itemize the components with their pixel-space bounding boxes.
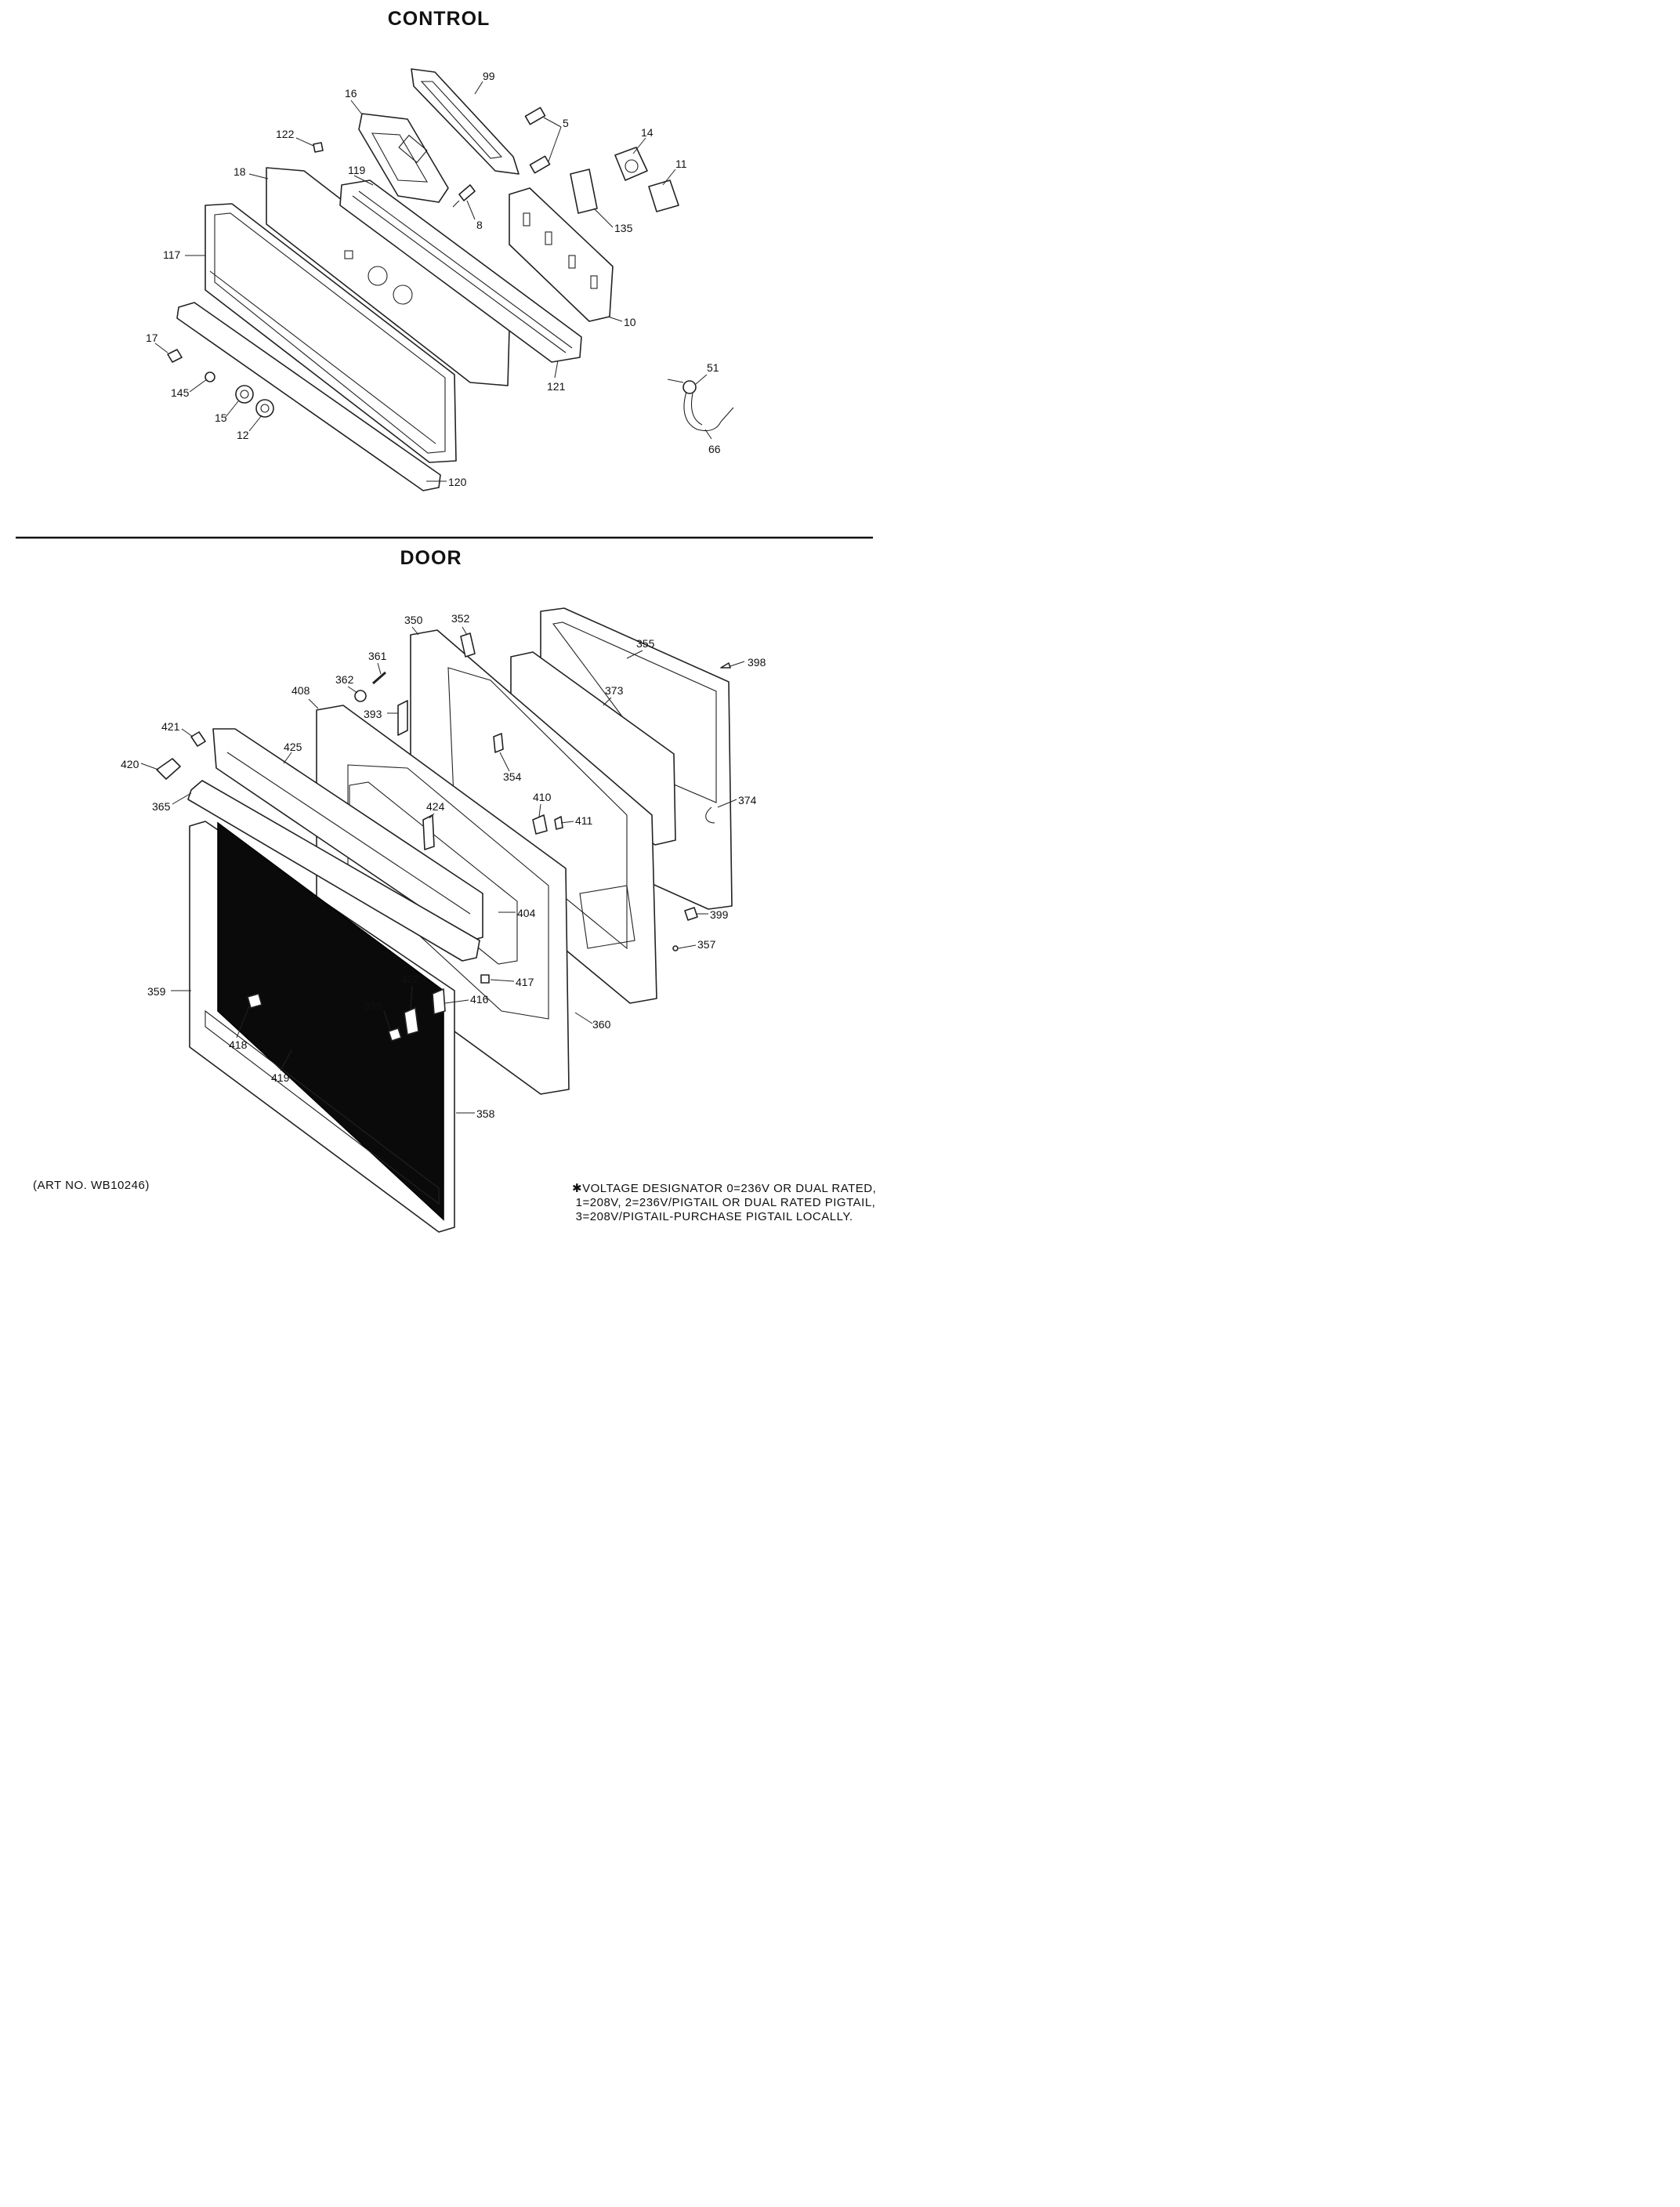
part-120-trim: [176, 302, 441, 491]
callout-374: 374: [738, 794, 757, 806]
callout-350: 350: [404, 614, 423, 626]
part-354-clip: [493, 733, 504, 753]
part-417-block: [480, 974, 490, 984]
part-422-bracket: [404, 1007, 419, 1035]
callout-399: 399: [710, 908, 729, 921]
part-416-bracket: [432, 988, 446, 1015]
callout-117: 117: [163, 248, 181, 261]
part-18-faceplate: [266, 167, 510, 386]
callout-424: 424: [426, 800, 445, 813]
callout-16: 16: [345, 87, 357, 100]
callout-18: 18: [234, 165, 246, 178]
callout-418: 418: [229, 1038, 248, 1051]
callout-411: 411: [575, 814, 593, 827]
callout-365: 365: [152, 800, 171, 813]
callout-51: 51: [707, 361, 719, 374]
part-424-bracket: [422, 814, 435, 850]
part-135-bracket: [570, 169, 598, 214]
callout-419: 419: [271, 1071, 290, 1084]
callout-362: 362: [335, 673, 354, 686]
callout-404: 404: [517, 907, 536, 919]
callout-11: 11: [675, 158, 687, 170]
part-16-clock: [358, 113, 449, 203]
door-section-title: DOOR: [400, 547, 462, 569]
callout-99: 99: [483, 70, 495, 82]
part-418-clip: [247, 993, 262, 1009]
part-10-rear-panel: [509, 187, 614, 322]
callout-66: 66: [708, 443, 721, 455]
part-410-clip: [532, 814, 548, 835]
callout-361: 361: [368, 650, 387, 662]
callout-12: 12: [237, 429, 249, 441]
part-51-66-pigtail: [667, 379, 734, 432]
part-11-switch: [648, 179, 679, 212]
callout-358: 358: [476, 1107, 495, 1120]
callout-17: 17: [146, 332, 158, 344]
callout-359: 359: [147, 985, 166, 998]
part-145-spacer: [205, 371, 215, 382]
part-361-screw: [372, 671, 386, 685]
part-393-clip: [397, 700, 408, 736]
part-15-knob: [235, 385, 254, 404]
callout-14: 14: [641, 126, 654, 139]
callout-373: 373: [605, 684, 624, 697]
callout-121: 121: [547, 380, 566, 393]
callout-355: 355: [636, 637, 655, 650]
part-357-screw: [672, 945, 679, 951]
part-358-glass: [217, 821, 444, 1221]
callout-421: 421: [161, 720, 180, 733]
callout-416: 416: [470, 993, 489, 1006]
callout-408: 408: [291, 684, 310, 697]
part-117-frame: [205, 203, 457, 463]
callout-357: 357: [697, 938, 716, 951]
callout-119: 119: [348, 164, 366, 176]
part-398-pin: [720, 662, 731, 669]
callout-leaders: [140, 81, 745, 1114]
callout-417: 417: [516, 976, 534, 988]
callout-354: 354: [503, 770, 522, 783]
callout-135: 135: [614, 222, 633, 234]
callout-8: 8: [476, 219, 483, 231]
part-8-socket: [452, 184, 476, 208]
callout-393: 393: [364, 708, 382, 720]
callout-120: 120: [448, 476, 467, 488]
part-399-block-lower: [388, 1027, 402, 1042]
callout-10: 10: [624, 316, 636, 328]
callout-5: 5: [563, 117, 569, 129]
part-425-handle: [212, 728, 483, 941]
callout-145: 145: [171, 386, 190, 399]
callout-399-lower: 399: [364, 999, 382, 1012]
part-12-knob: [255, 399, 274, 418]
part-360-hinge-panel: [579, 885, 635, 949]
callout-422: 422: [401, 973, 420, 985]
control-section-title: CONTROL: [387, 8, 491, 30]
part-17-knob-stem: [167, 349, 183, 363]
part-365-trim: [187, 780, 480, 962]
callout-labels: 99 16 5 122 14 18 119 11 8 135 117 10 17…: [121, 70, 766, 1120]
part-122-clip: [313, 142, 324, 153]
part-399-block: [684, 907, 698, 921]
callout-398: 398: [748, 656, 766, 669]
callout-360: 360: [592, 1018, 611, 1031]
callout-410: 410: [533, 791, 552, 803]
parts-drawing: 99 16 5 122 14 18 119 11 8 135 117 10 17…: [16, 68, 873, 1233]
callout-122: 122: [276, 128, 295, 140]
part-5-connectors: [524, 107, 551, 174]
part-99-bracket: [411, 68, 520, 175]
callout-352: 352: [451, 612, 470, 625]
part-14-motor: [614, 147, 648, 181]
part-374-gasket: [705, 806, 715, 824]
callout-15: 15: [215, 411, 227, 424]
callout-425: 425: [284, 741, 302, 753]
part-119-121-control-rail: [339, 179, 582, 363]
part-358-359-outer-door: [189, 821, 455, 1233]
part-411-clip: [554, 816, 563, 830]
callout-420: 420: [121, 758, 139, 770]
part-420-piece: [156, 758, 181, 780]
exploded-parts-diagram: CONTROL DOOR: [0, 0, 940, 1235]
voltage-designator-note: ✱VOLTAGE DESIGNATOR 0=236V OR DUAL RATED…: [572, 1182, 877, 1223]
art-number: (ART NO. WB10246): [33, 1179, 150, 1192]
part-362-washer: [354, 690, 367, 702]
part-421-stop: [190, 731, 206, 747]
